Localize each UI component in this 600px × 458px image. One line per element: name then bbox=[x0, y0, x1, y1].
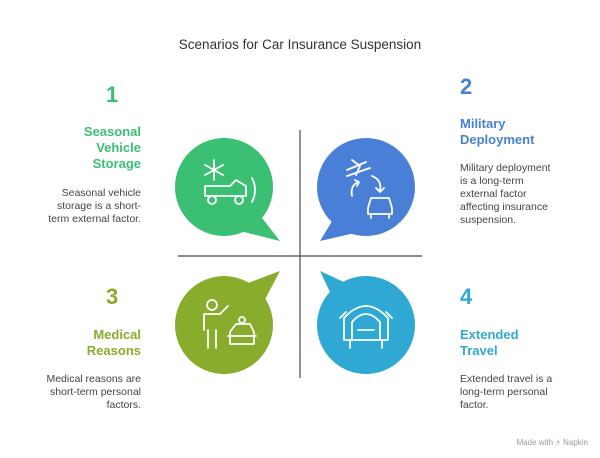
page-title: Scenarios for Car Insurance Suspension bbox=[178, 37, 422, 52]
quadrant-1-bubble bbox=[175, 138, 280, 241]
quadrant-3-number: 3 bbox=[106, 284, 119, 309]
quadrant-3-bubble bbox=[175, 271, 280, 374]
quadrant-2-number: 2 bbox=[460, 74, 473, 99]
quadrant-1-number: 1 bbox=[106, 82, 119, 107]
covered-car-icon bbox=[339, 305, 393, 349]
quadrant-2-bubble bbox=[317, 138, 415, 241]
snowflake-truck-icon bbox=[204, 159, 256, 205]
quadrant-1-description: Seasonal vehicle storage is a short- ter… bbox=[48, 187, 141, 225]
quadrant-4-heading: Extended Travel bbox=[460, 327, 519, 358]
quadrant-2-heading: Military Deployment bbox=[460, 116, 535, 147]
quadrant-3-description: Medical reasons are short-term personal … bbox=[46, 373, 141, 411]
napkin-watermark[interactable]: Made with ⚡ Napkin bbox=[516, 438, 588, 447]
quadrant-2-description: Military deployment is a long-term exter… bbox=[460, 162, 551, 226]
quadrant-4-number: 4 bbox=[460, 284, 473, 309]
quadrant-4-description: Extended travel is a long-term personal … bbox=[460, 373, 553, 411]
quadrant-1-heading: Seasonal Vehicle Storage bbox=[83, 124, 141, 171]
quadrant-4-bubble bbox=[317, 271, 415, 374]
person-car-icon bbox=[203, 299, 257, 349]
quadrant-3-heading: Medical Reasons bbox=[86, 327, 141, 358]
plane-car-icon bbox=[346, 159, 393, 219]
